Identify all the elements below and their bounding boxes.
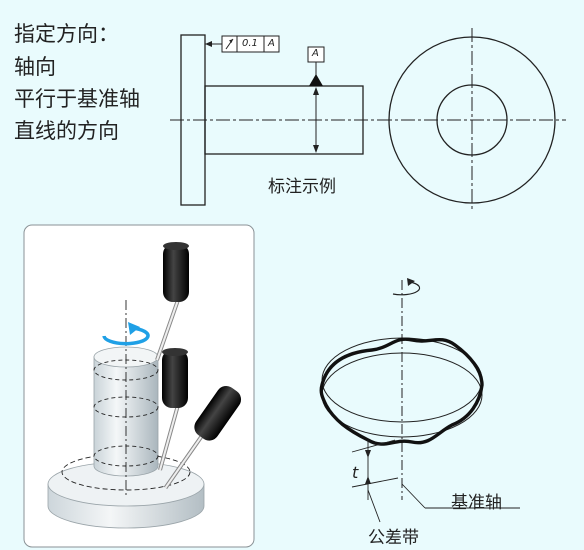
datum-box [307,46,325,63]
dimension-arrow-down [313,145,319,153]
description-line-2: 轴向 [14,55,56,79]
tolerance-zone-diagram [319,278,520,523]
datum-letter: A [312,48,319,59]
measurement-illustration [23,224,255,548]
rotation-arrow-icon [102,322,150,346]
actual-profile-curve [319,337,484,446]
description-line-4: 直线的方向 [14,119,119,143]
probe-angled [163,385,242,489]
drawing-caption: 标注示例 [268,177,336,197]
end-view [378,28,566,212]
fcf-leader-arrow [205,41,212,47]
description-line-3: 平行于基准轴 [14,87,140,111]
datum-triangle [309,74,323,86]
datum-axis-leader [401,483,426,509]
engineering-drawing [170,34,378,206]
small-rotation-arrow-icon [392,278,421,296]
fcf-tolerance-value: 0.1 [242,38,258,49]
datum-axis-label: 基准轴 [451,493,502,513]
probe-middle [158,348,188,471]
probe-top [155,242,189,361]
dimension-arrow-up [313,87,319,95]
description-line-1: 指定方向： [14,22,119,46]
t-label: t [352,463,359,482]
circular-runout-icon [225,38,234,50]
fcf-datum-ref: A [268,38,275,49]
feature-control-frame [221,35,280,53]
tolerance-zone-label: 公差带 [368,528,419,548]
zone-leader [367,489,381,523]
